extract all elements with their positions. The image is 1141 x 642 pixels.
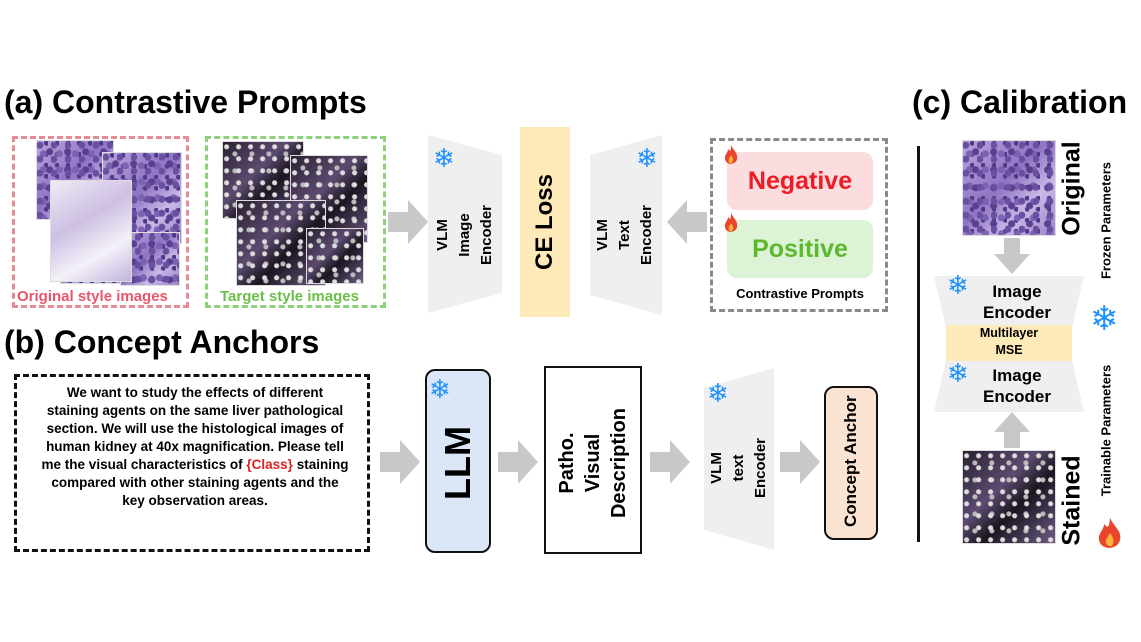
original-image-5: [50, 180, 132, 282]
llm-label: LLM: [437, 426, 478, 500]
llm-box: [425, 369, 491, 553]
snowflake-icon: ❄: [429, 374, 451, 404]
vlm-image-encoder-shape: [428, 135, 502, 313]
snowflake-icon: ❄: [1090, 300, 1119, 338]
original-style-box: [12, 136, 189, 308]
left-arrow-icon: [667, 200, 707, 244]
original-caption: Original style images: [17, 288, 168, 305]
original-label: Original: [1057, 141, 1086, 236]
negative-prompt: Negative: [727, 152, 873, 210]
prompt-box: [14, 374, 370, 552]
flame-icon: [724, 213, 738, 232]
snowflake-icon: ❄: [707, 378, 729, 408]
concept-anchor-box: [824, 386, 878, 540]
target-caption: Target style images: [220, 288, 359, 305]
right-arrow-icon: [380, 440, 420, 484]
target-image-4: [306, 228, 364, 284]
right-arrow-icon: [498, 440, 538, 484]
trainable-legend: Trainable Parameters: [1098, 364, 1114, 497]
section-c-title: (c) Calibration: [912, 84, 1128, 120]
stained-image: [962, 450, 1056, 544]
right-arrow-icon: [650, 440, 690, 484]
snowflake-icon: ❄: [947, 358, 969, 388]
right-arrow-icon: [388, 200, 428, 244]
stained-label: Stained: [1057, 455, 1086, 546]
prompt-text: We want to study the effects of differen…: [41, 385, 349, 508]
description-box: [544, 366, 642, 554]
section-b-title: (b) Concept Anchors: [4, 324, 320, 360]
ce-loss-box: [520, 127, 570, 317]
positive-prompt: Positive: [727, 220, 873, 278]
flame-icon: [1098, 518, 1121, 548]
flame-icon: [724, 145, 738, 164]
down-arrow-icon: [994, 238, 1030, 274]
snowflake-icon: ❄: [433, 143, 455, 173]
contrastive-prompts-box: [710, 138, 888, 312]
original-image: [962, 140, 1056, 236]
class-placeholder: {Class}: [246, 457, 293, 472]
right-arrow-icon: [780, 440, 820, 484]
frozen-legend: Frozen Parameters: [1098, 161, 1114, 280]
target-style-box: [205, 136, 386, 308]
snowflake-icon: ❄: [947, 270, 969, 300]
vlm-text-encoder-shape: [590, 135, 662, 315]
snowflake-icon: ❄: [636, 143, 658, 173]
concept-anchor-label: Concept Anchor: [841, 395, 860, 527]
calibration-encoder-shape: [934, 276, 1084, 412]
contrastive-prompts-caption: Contrastive Prompts: [736, 286, 864, 301]
vlm-text-encoder-b-shape: [704, 368, 774, 550]
divider: [917, 146, 920, 542]
up-arrow-icon: [994, 412, 1030, 448]
section-a-title: (a) Contrastive Prompts: [4, 84, 367, 120]
ce-loss-label: CE Loss: [531, 173, 558, 271]
